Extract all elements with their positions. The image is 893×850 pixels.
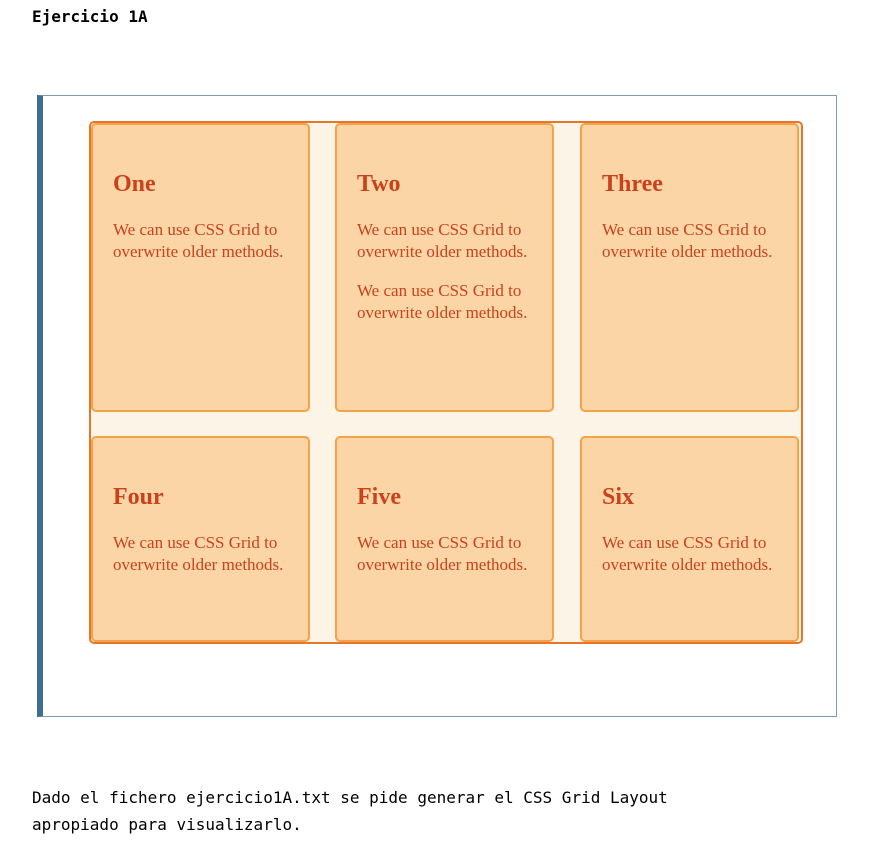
card-paragraph: We can use CSS Grid to overwrite older m… bbox=[357, 281, 528, 322]
css-grid-container: One We can use CSS Grid to overwrite old… bbox=[89, 121, 803, 644]
card-heading: Five bbox=[357, 484, 401, 510]
exercise-instructions: Dado el fichero ejercicio1A.txt se pide … bbox=[32, 784, 882, 838]
card-heading: Six bbox=[602, 484, 635, 510]
grid-card-two: Two We can use CSS Grid to overwrite old… bbox=[335, 123, 554, 412]
grid-card-six: Six We can use CSS Grid to overwrite old… bbox=[580, 436, 799, 642]
card-heading: Four bbox=[113, 484, 164, 510]
grid-card-four: Four We can use CSS Grid to overwrite ol… bbox=[91, 436, 310, 642]
card-heading: Three bbox=[602, 171, 663, 197]
grid-card-one: One We can use CSS Grid to overwrite old… bbox=[91, 123, 310, 412]
grid-card-three: Three We can use CSS Grid to overwrite o… bbox=[580, 123, 799, 412]
grid-card-five: Five We can use CSS Grid to overwrite ol… bbox=[335, 436, 554, 642]
card-paragraph: We can use CSS Grid to overwrite older m… bbox=[602, 533, 773, 574]
card-paragraph: We can use CSS Grid to overwrite older m… bbox=[113, 220, 284, 261]
instructions-line: apropiado para visualizarlo. bbox=[32, 815, 302, 834]
instructions-line: Dado el fichero ejercicio1A.txt se pide … bbox=[32, 788, 668, 807]
screenshot-frame: One We can use CSS Grid to overwrite old… bbox=[37, 95, 837, 717]
document-title: Ejercicio 1A bbox=[32, 7, 148, 26]
card-paragraph: We can use CSS Grid to overwrite older m… bbox=[602, 220, 773, 261]
card-heading: Two bbox=[357, 171, 401, 197]
card-paragraph: We can use CSS Grid to overwrite older m… bbox=[357, 533, 528, 574]
card-paragraph: We can use CSS Grid to overwrite older m… bbox=[357, 220, 528, 261]
card-paragraph: We can use CSS Grid to overwrite older m… bbox=[113, 533, 284, 574]
card-heading: One bbox=[113, 171, 156, 197]
